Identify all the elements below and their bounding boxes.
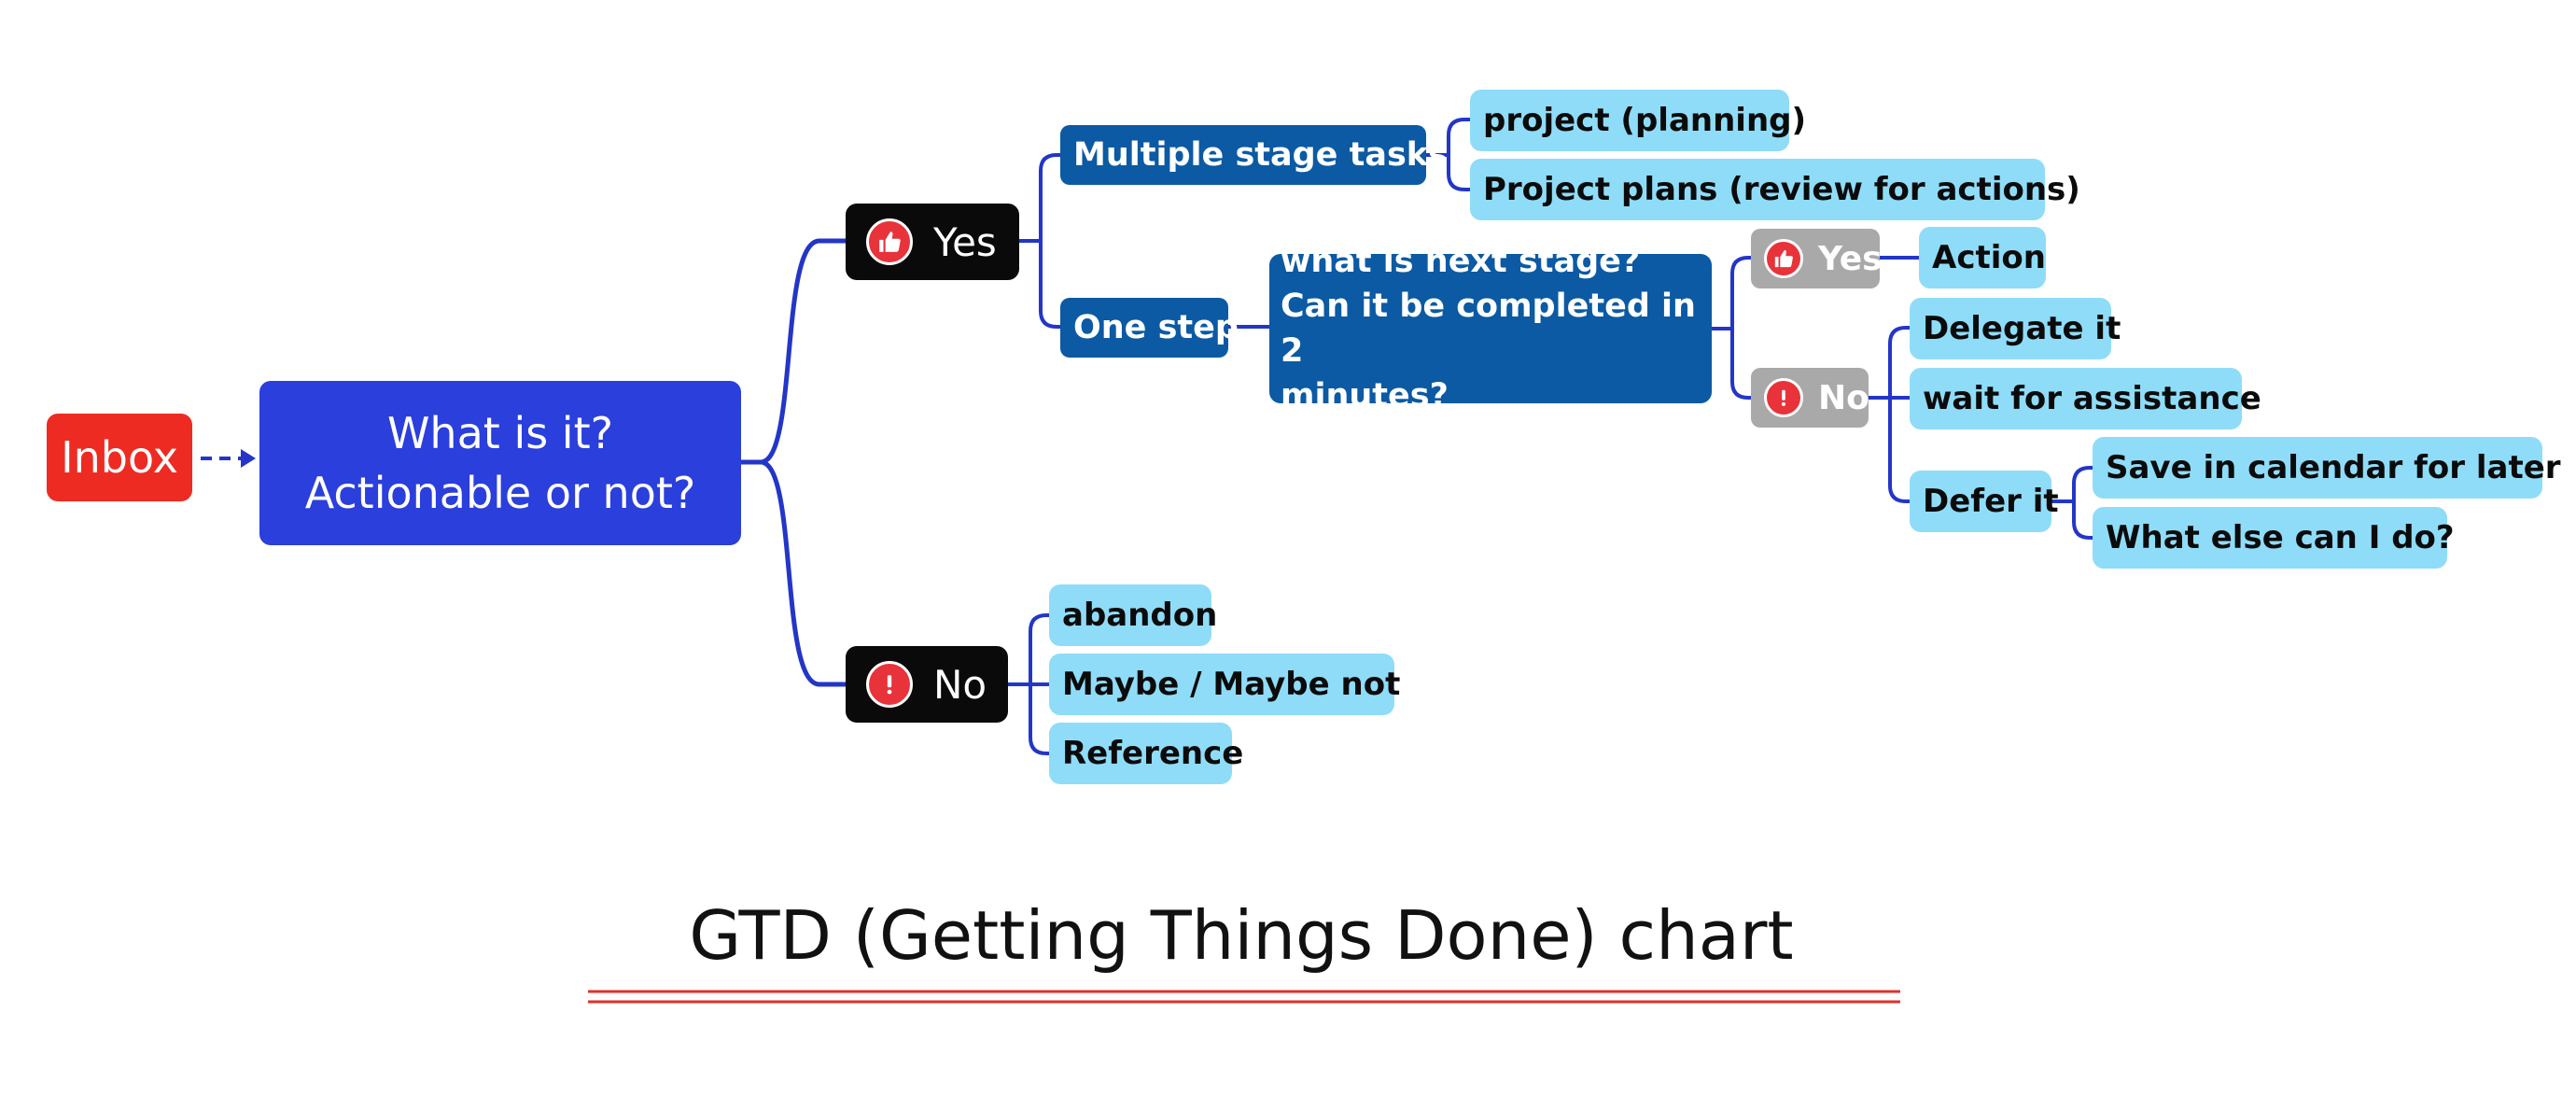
maybe-node[interactable]: Maybe / Maybe not — [1049, 654, 1400, 715]
yes-label: Yes — [933, 218, 997, 265]
main-question-node[interactable]: What is it? Actionable or not? — [259, 381, 741, 545]
project-planning-node[interactable]: project (planning) — [1470, 90, 1806, 151]
maybe-label: Maybe / Maybe not — [1062, 666, 1401, 703]
project-planning-label: project (planning) — [1483, 102, 1807, 139]
defer-it-label: Defer it — [1923, 483, 2059, 520]
abandon-node[interactable]: abandon — [1049, 584, 1217, 646]
project-plans-node[interactable]: Project plans (review for actions) — [1470, 159, 2080, 220]
action-node[interactable]: Action — [1919, 227, 2046, 288]
multiple-stage-tasks-node[interactable]: Multiple stage tasks — [1060, 125, 1448, 185]
small-no-label: No — [1818, 378, 1869, 417]
exclamation-icon — [1764, 378, 1803, 417]
one-step-node[interactable]: One step — [1060, 298, 1239, 358]
thumbs-up-icon — [866, 218, 913, 265]
what-else-node[interactable]: What else can I do? — [2093, 507, 2455, 569]
question-line-1: what is next stage? — [1281, 243, 1641, 280]
main-question-line-2: Actionable or not? — [304, 468, 696, 518]
defer-it-node[interactable]: Defer it — [1910, 471, 2059, 532]
main-connectors — [735, 238, 848, 687]
question-line-2: Can it be completed in 2 — [1281, 288, 1696, 370]
inbox-label: Inbox — [61, 432, 178, 483]
main-question-line-1: What is it? — [386, 408, 614, 458]
delegate-it-node[interactable]: Delegate it — [1910, 298, 2121, 359]
project-plans-label: Project plans (review for actions) — [1483, 171, 2080, 208]
abandon-label: abandon — [1062, 597, 1218, 634]
inbox-node[interactable]: Inbox — [47, 414, 192, 501]
exclamation-icon — [866, 661, 913, 708]
inbox-arrow — [201, 449, 256, 468]
save-in-calendar-label: Save in calendar for later — [2106, 449, 2561, 486]
small-yes-node[interactable]: Yes — [1751, 229, 1883, 288]
branch-connectors — [1006, 118, 2094, 755]
thumbs-up-icon — [1764, 239, 1803, 278]
next-stage-question-node[interactable]: what is next stage? Can it be completed … — [1269, 243, 1712, 415]
small-no-node[interactable]: No — [1751, 368, 1869, 428]
small-yes-label: Yes — [1818, 239, 1883, 278]
one-step-label: One step — [1073, 309, 1239, 346]
title-underline — [588, 990, 1900, 1004]
save-in-calendar-node[interactable]: Save in calendar for later — [2093, 437, 2561, 499]
delegate-it-label: Delegate it — [1923, 310, 2121, 347]
action-label: Action — [1932, 239, 2046, 276]
wait-for-assistance-label: wait for assistance — [1923, 380, 2261, 417]
no-label: No — [933, 661, 987, 708]
no-node[interactable]: No — [846, 646, 1008, 723]
reference-label: Reference — [1062, 735, 1244, 772]
question-line-3: minutes? — [1281, 377, 1449, 415]
multiple-stage-label: Multiple stage tasks — [1073, 136, 1448, 174]
wait-for-assistance-node[interactable]: wait for assistance — [1910, 368, 2261, 429]
yes-node[interactable]: Yes — [846, 204, 1019, 280]
what-else-label: What else can I do? — [2106, 519, 2455, 556]
chart-title: GTD (Getting Things Done) chart — [689, 896, 1794, 975]
reference-node[interactable]: Reference — [1049, 723, 1243, 784]
